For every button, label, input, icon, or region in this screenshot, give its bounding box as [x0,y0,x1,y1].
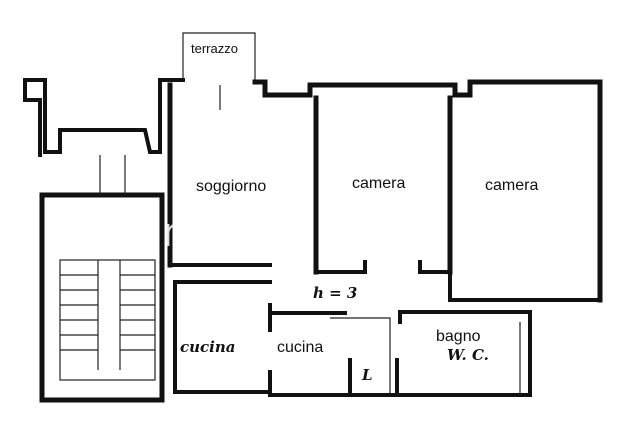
top-wall [252,79,603,303]
kitchen-wall [173,280,272,394]
room-label-cucina: cucina [277,339,324,356]
watermark: immobiliare.it [150,210,441,256]
height-note: h = 3 [313,284,358,302]
closet-mark: L [362,366,373,384]
room-label-camera-2: camera [485,177,539,194]
camera-bottom-wall [314,260,367,274]
stair-block [39,192,165,403]
room-label-terrazzo: terrazzo [191,41,238,56]
terrazzo-outline [182,32,256,82]
room-label-camera-1: camera [352,175,406,192]
camera-right-bottom-wall [448,270,602,302]
balcony-wall [23,78,185,154]
corridor-line [330,317,391,395]
camera-bottom-wall-2 [418,260,452,274]
room-label-wc: W. C. [447,346,489,364]
room-label-bagno: bagno [436,328,481,345]
room-label-soggiorno: soggiorno [196,178,267,195]
stair-steps [60,260,155,370]
room-label-cucina-handwritten: cucina [180,338,236,356]
bagno-wall [398,310,532,397]
left-wall [23,78,42,157]
